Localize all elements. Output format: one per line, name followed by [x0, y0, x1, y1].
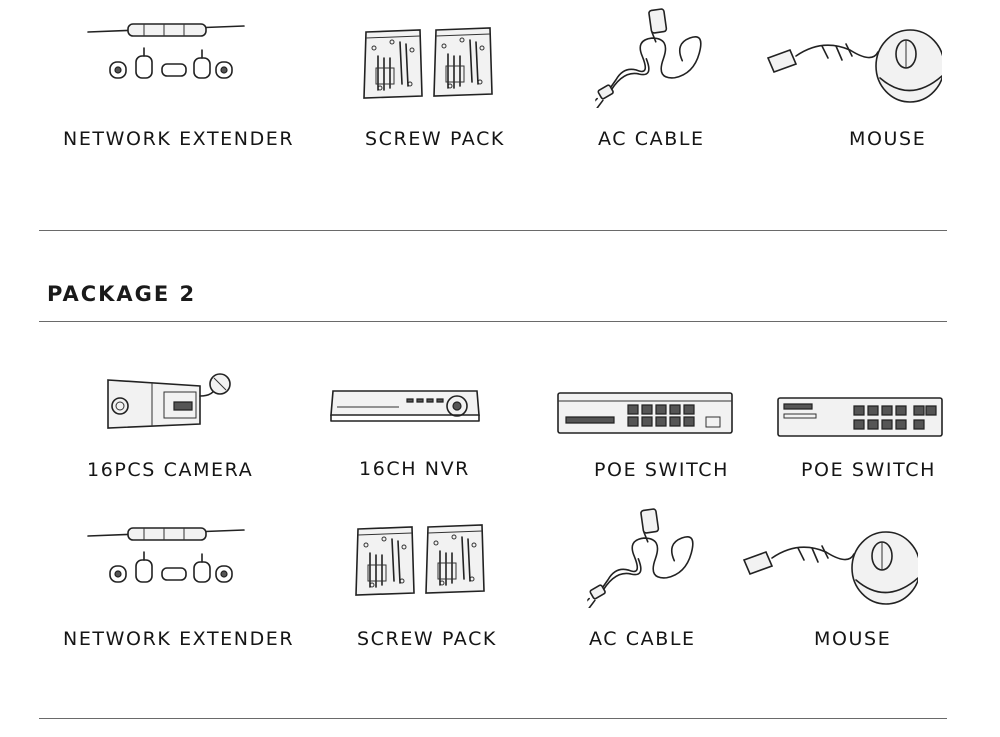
package1-item-label-screw-pack: SCREW PACK	[365, 128, 505, 150]
package-2-title: PACKAGE 2	[47, 282, 197, 306]
network-extender-icon	[86, 18, 246, 88]
package-2-title-underline	[39, 321, 947, 322]
section-divider	[39, 230, 947, 231]
bullet-camera-icon	[104, 372, 234, 432]
ac-cable-icon	[584, 504, 704, 608]
mouse-icon	[738, 518, 918, 608]
package1-item-label-mouse: MOUSE	[849, 128, 927, 150]
package2-item-label-poe-switch-1: POE SWITCH	[594, 459, 729, 481]
package2-item-label-poe-switch-2: POE SWITCH	[801, 459, 936, 481]
network-extender-icon	[86, 522, 246, 592]
package2-item-label-screw-pack: SCREW PACK	[357, 628, 497, 650]
package2-item-label-nvr: 16CH NVR	[359, 458, 470, 480]
mouse-icon	[762, 16, 942, 106]
nvr-icon	[329, 387, 481, 425]
package1-item-label-network-extender: NETWORK EXTENDER	[63, 128, 295, 150]
package1-item-label-ac-cable: AC CABLE	[598, 128, 705, 150]
package2-item-label-mouse: MOUSE	[814, 628, 892, 650]
bottom-divider	[39, 718, 947, 719]
screw-pack-icon	[363, 27, 493, 99]
poe-switch-large-icon	[556, 389, 734, 437]
screw-pack-icon	[355, 524, 485, 596]
package2-item-label-ac-cable: AC CABLE	[589, 628, 696, 650]
ac-cable-icon	[592, 4, 712, 108]
package2-item-label-camera: 16PCS CAMERA	[87, 459, 254, 481]
package2-item-label-network-extender: NETWORK EXTENDER	[63, 628, 295, 650]
poe-switch-small-icon	[776, 396, 944, 438]
